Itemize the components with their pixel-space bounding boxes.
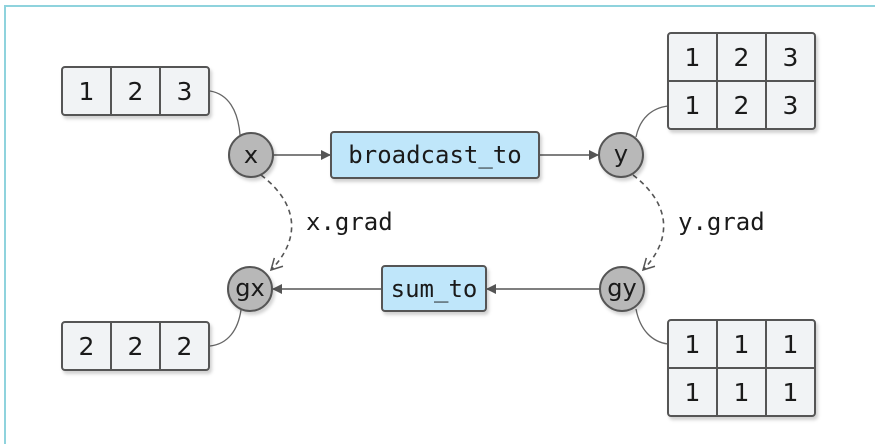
y-grad-arrow: [632, 174, 665, 272]
y-value-matrix: 1 2 3 1 2 3: [667, 32, 816, 130]
x-node-label: x: [244, 141, 258, 169]
gy-value-matrix: 1 1 1 1 1 1: [667, 319, 816, 417]
diagram-frame: [4, 5, 875, 444]
array-cell: 1: [783, 378, 799, 407]
y-value-connector: [635, 105, 669, 138]
array-cell: 1: [734, 330, 750, 359]
x-value-array: 1 2 3: [61, 66, 210, 116]
sum-to-label: sum_to: [391, 275, 478, 303]
gx-value-connector: [209, 309, 242, 347]
array-cell: 2: [177, 332, 193, 361]
array-cell: 1: [685, 378, 701, 407]
y-grad-label: y.grad: [678, 208, 765, 236]
array-cell: 1: [79, 77, 95, 106]
array-cell: 1: [685, 91, 701, 120]
x-value-connector: [209, 90, 241, 136]
array-cell: 2: [79, 332, 95, 361]
array-frame: [61, 321, 210, 371]
x-node: x: [228, 132, 274, 178]
array-cell: 2: [734, 43, 750, 72]
broadcast-to-function: broadcast_to: [330, 131, 540, 179]
array-cell: 3: [783, 91, 799, 120]
array-cell: 2: [128, 332, 144, 361]
array-cell: 3: [177, 77, 193, 106]
array-cell: 3: [783, 43, 799, 72]
gy-value-connector: [635, 308, 669, 345]
x-grad-arrow: [260, 174, 293, 272]
y-node: y: [598, 132, 644, 178]
sum-to-function: sum_to: [381, 265, 487, 312]
array-cell: 1: [685, 43, 701, 72]
gx-value-array: 2 2 2: [61, 321, 210, 371]
array-cell: 1: [783, 330, 799, 359]
gx-node-label: gx: [235, 274, 264, 302]
gy-node-label: gy: [607, 274, 636, 302]
y-node-label: y: [614, 140, 628, 168]
array-cell: 2: [734, 91, 750, 120]
array-cell: 2: [128, 77, 144, 106]
array-cell: 1: [685, 330, 701, 359]
gy-node: gy: [599, 266, 645, 312]
array-cell: 1: [734, 378, 750, 407]
array-frame: [61, 66, 210, 116]
x-grad-label: x.grad: [306, 208, 393, 236]
gx-node: gx: [227, 266, 273, 312]
broadcast-to-label: broadcast_to: [348, 141, 521, 169]
